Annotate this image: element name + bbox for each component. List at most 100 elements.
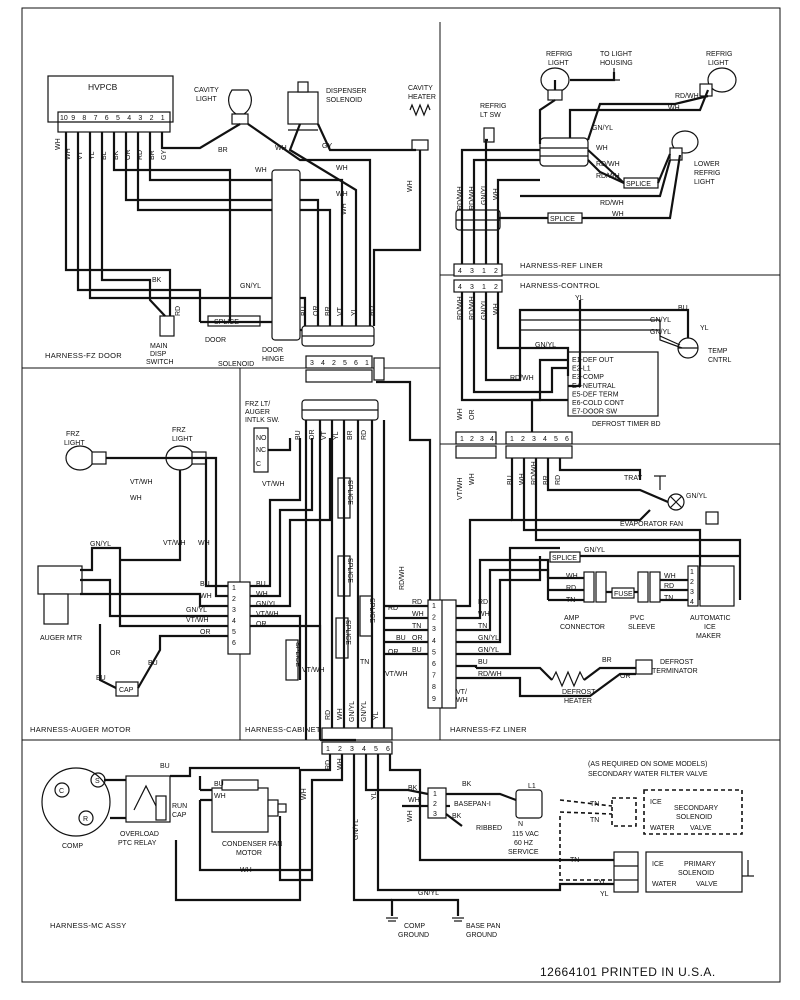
harness-control-label: HARNESS-CONTROL	[520, 281, 600, 290]
svg-text:GN/YL: GN/YL	[90, 541, 111, 548]
lower-refrig-light-label-3: LIGHT	[694, 179, 715, 186]
ref-liner-pin-2: 3	[470, 268, 474, 275]
ice4-pin-3: 3	[690, 589, 694, 596]
harness-ref-liner-label: HARNESS-REF LINER	[520, 261, 603, 270]
temp-cntrl-label-1: TEMP	[708, 348, 728, 355]
svg-text:OR: OR	[313, 306, 320, 317]
fz-left-wire-2: WH	[412, 611, 424, 618]
svg-text:YL: YL	[373, 711, 380, 720]
mc-pin-6: 6	[386, 746, 390, 753]
cabinet4-pin-1: 1	[460, 436, 464, 443]
svg-text:GN/YL: GN/YL	[481, 184, 488, 205]
ref-liner-pin-4: 2	[494, 268, 498, 275]
comp-ground-label-1: COMP	[404, 923, 425, 930]
hvpcb-wire-2: VT	[77, 150, 84, 160]
hvpcb-pin-6: 5	[116, 115, 120, 122]
splice-label-2: SPLICE	[550, 216, 575, 223]
svg-text:RD: RD	[388, 605, 398, 612]
fz-pin-8: 8	[432, 684, 436, 691]
harness-auger-motor-label: HARNESS-AUGER MOTOR	[30, 725, 131, 734]
svg-text:BR: BR	[543, 475, 550, 485]
hvpcb-wire-7: RD	[137, 150, 144, 160]
svg-text:GN/YL: GN/YL	[361, 701, 368, 722]
basepan-pin-3: 3	[433, 811, 437, 818]
svg-text:VT: VT	[321, 430, 328, 440]
fz-liner-splice: SPLICE GN/YL	[510, 458, 742, 600]
svg-text:BU: BU	[678, 305, 688, 312]
refrig-light-cylinder	[539, 137, 589, 167]
ref-harness-wire-labels: RD/WH RD/WH GN/YL WH RD/WH RD/WH GN/YL W…	[457, 184, 500, 320]
svg-text:BK: BK	[462, 781, 472, 788]
svg-text:RD: RD	[555, 475, 562, 485]
secondary-valve-title: SECONDARY	[674, 805, 719, 812]
frz-lt-auger-switch: FRZ LT/ AUGER INTLK SW. NO NC C VT/WH	[245, 401, 285, 488]
auger-mtr-label: AUGER MTR	[40, 635, 82, 642]
svg-text:GN/YL: GN/YL	[584, 547, 605, 554]
control-pin-3: 1	[482, 284, 486, 291]
svg-text:TN: TN	[360, 659, 369, 666]
svg-text:GN/YL: GN/YL	[535, 342, 556, 349]
secondary-valve-solenoid: SOLENOID	[676, 814, 712, 821]
ice4-pin-4: 4	[690, 599, 694, 606]
hvpcb-wire-5: BK	[113, 150, 120, 160]
svg-text:BK: BK	[408, 785, 418, 792]
secondary-valve-ice: ICE	[650, 799, 662, 806]
solenoid-label: SOLENOID	[218, 361, 254, 368]
svg-text:WH: WH	[337, 758, 344, 770]
primary-valve-valve: VALVE	[696, 881, 718, 888]
svg-text:TN: TN	[664, 595, 673, 602]
temp-cntrl-label-2: CNTRL	[708, 357, 731, 364]
svg-text:GN/YL: GN/YL	[353, 819, 360, 840]
door-wire-labels: BR WH WH WH WH WH	[55, 138, 414, 198]
basepan-service: 123 BASEPAN-I BK BK BK WH RIBBED L1 N 11…	[408, 781, 543, 856]
auger-wire-2: WH	[256, 591, 268, 598]
svg-text:WH: WH	[55, 138, 62, 150]
base-pan-ground-label-1: BASE PAN	[466, 923, 501, 930]
fz-pin-6: 6	[432, 661, 436, 668]
svg-text:WH: WH	[612, 211, 624, 218]
primary-water-valve: ICE PRIMARY SOLENOID WATER VALVE TN YL Y…	[570, 851, 754, 898]
svg-text:YL: YL	[600, 891, 609, 898]
svg-text:RD: RD	[361, 430, 368, 440]
svg-text:RD: RD	[566, 585, 576, 592]
cap-label: CAP	[119, 687, 134, 694]
secondary-water-valve: (AS REQUIRED ON SOME MODELS) SECONDARY W…	[559, 761, 743, 881]
harness-cabinet-label: HARNESS-CABINET	[245, 725, 321, 734]
hvpcb-wire-9: GY	[161, 150, 168, 160]
svg-text:WH: WH	[457, 408, 464, 420]
harness-mc-assy-label: HARNESS-MC ASSY	[50, 921, 127, 930]
auger-cap: CAP OR BU BU	[96, 650, 158, 697]
mc-pin-4: 4	[362, 746, 366, 753]
svg-text:TN: TN	[590, 801, 599, 808]
svg-text:SPLICE: SPLICE	[344, 620, 351, 645]
svg-text:C: C	[59, 788, 64, 795]
cavity-light: CAVITY LIGHT	[194, 87, 252, 125]
svg-text:GN/YL: GN/YL	[481, 299, 488, 320]
svg-text:RD/WH: RD/WH	[457, 296, 464, 320]
hvpcb-wire-3: YL	[89, 151, 96, 160]
svg-text:VT/WH: VT/WH	[130, 479, 153, 486]
amp-connector-label-2: CONNECTOR	[560, 624, 605, 631]
door-hinge-pin-6: 1	[365, 360, 369, 367]
svg-text:OR: OR	[110, 650, 121, 657]
svg-text:VT/WH: VT/WH	[385, 671, 408, 678]
svg-text:WH: WH	[456, 697, 468, 704]
hvpcb-wire-4: BL	[101, 151, 108, 160]
defrost-pin-7: E7-DOOR SW	[572, 409, 618, 416]
fuse-label: FUSE	[614, 591, 633, 598]
door-label: DOOR	[205, 337, 226, 344]
footer-print-code: 12664101 PRINTED IN U.S.A.	[540, 965, 716, 979]
svg-text:BR: BR	[325, 306, 332, 316]
mc-pin-2: 2	[338, 746, 342, 753]
auger-wire-1: BU	[256, 581, 266, 588]
refrig-light-left: REFRIG LIGHT	[540, 51, 572, 101]
auger-wire-5: OR	[256, 621, 267, 628]
svg-text:WH: WH	[407, 180, 414, 192]
dispenser-solenoid-label-2: SOLENOID	[326, 97, 362, 104]
run-cap-label-1: RUN	[172, 803, 187, 810]
ref-liner-pin-3: 1	[482, 268, 486, 275]
lower-refrig-light-label-2: REFRIG	[694, 170, 720, 177]
harness-labels: HARNESS-FZ DOOR HARNESS-REF LINER HARNES…	[30, 261, 603, 930]
auger-pin-2: 2	[232, 596, 236, 603]
